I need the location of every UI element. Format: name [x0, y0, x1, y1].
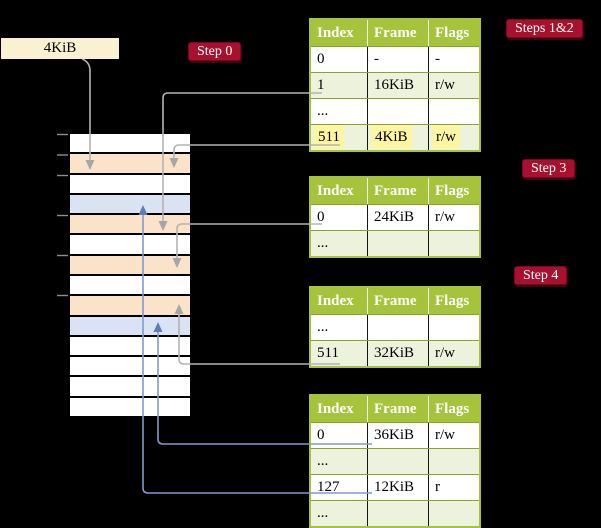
memory-address-ticks — [57, 133, 68, 297]
column-header-frame: Frame — [367, 178, 428, 204]
column-header-index: Index — [317, 293, 354, 309]
cell-value: 4KiB — [371, 125, 412, 149]
page-table-step-3: Index Frame Flags 0 24KiB r/w ... — [309, 176, 481, 258]
cell-value: - — [374, 51, 379, 67]
column-header-index: Index — [317, 401, 354, 417]
table-header-row: Index Frame Flags — [311, 20, 479, 46]
column-header-flags: Flags — [428, 396, 479, 422]
memory-frame-row — [70, 215, 190, 236]
cell-value: r/w — [435, 209, 455, 225]
cell-value: r/w — [435, 345, 455, 361]
cell-value: 32KiB — [374, 345, 415, 361]
column-header-frame: Frame — [367, 396, 428, 422]
cell-value: r — [435, 479, 440, 495]
cell-value: 36KiB — [374, 427, 415, 443]
step-4-badge: Step 4 — [514, 266, 568, 285]
table-header-row: Index Frame Flags — [311, 288, 479, 314]
column-header-index: Index — [317, 183, 354, 199]
table-row: ... — [311, 448, 479, 474]
page-table-steps-1-2: Index Frame Flags 0 - - 1 16KiB r/w ... … — [309, 18, 481, 152]
memory-frame-row — [70, 134, 190, 155]
page-table-final: Index Frame Flags 0 36KiB r/w ... 127 12… — [309, 394, 481, 528]
cell-value: ... — [317, 235, 329, 251]
memory-frame-row — [70, 397, 190, 416]
memory-frame-row — [70, 174, 190, 195]
page-table-step-4: Index Frame Flags ... 511 32KiB r/w — [309, 286, 481, 368]
cell-value: r/w — [435, 77, 455, 93]
cell-value: ... — [317, 453, 329, 469]
cell-value: 511 — [314, 125, 344, 149]
memory-frame-row — [70, 316, 190, 337]
memory-frame-row — [70, 194, 190, 216]
column-header-flags: Flags — [428, 178, 479, 204]
table-row: 511 32KiB r/w — [311, 340, 479, 366]
memory-frame-row — [70, 255, 190, 276]
memory-frame-row — [70, 357, 190, 378]
column-header-flags: Flags — [428, 288, 479, 314]
cell-value: ... — [317, 319, 329, 335]
table-header-row: Index Frame Flags — [311, 396, 479, 422]
table-header-row: Index Frame Flags — [311, 178, 479, 204]
steps-1-2-badge: Steps 1&2 — [506, 19, 583, 38]
table-row: 1 16KiB r/w — [311, 72, 479, 98]
table-row: ... — [311, 230, 479, 256]
cell-value: 24KiB — [374, 209, 415, 225]
cell-value: - — [435, 51, 440, 67]
arrow-entry0-to-24kib — [176, 223, 322, 259]
cell-value: ... — [317, 103, 329, 119]
cell-value: 511 — [317, 345, 339, 361]
cell-value: 1 — [317, 77, 325, 93]
step-0-badge: Step 0 — [188, 42, 242, 61]
table-row: 127 12KiB r — [311, 474, 479, 500]
table-row: ... — [311, 98, 479, 124]
memory-frame-row — [70, 235, 190, 256]
memory-frame-row — [70, 377, 190, 398]
cell-value: 0 — [317, 209, 325, 225]
table-row: 0 - - — [311, 46, 479, 72]
cell-value: 12KiB — [374, 479, 415, 495]
table-row: ... — [311, 500, 479, 526]
memory-frame-row — [70, 275, 190, 297]
cell-value: 0 — [317, 51, 325, 67]
cell-value: 16KiB — [374, 77, 415, 93]
table-row: 0 24KiB r/w — [311, 204, 479, 230]
cell-value: r/w — [432, 125, 460, 149]
table-row-recursive-entry: 511 4KiB r/w — [311, 124, 479, 150]
column-header-flags: Flags — [428, 20, 479, 46]
physical-memory-column — [70, 134, 190, 416]
column-header-index: Index — [317, 25, 354, 41]
table-row: 0 36KiB r/w — [311, 422, 479, 448]
cell-value: 0 — [317, 427, 325, 443]
memory-frame-row — [70, 296, 190, 317]
table-row: ... — [311, 314, 479, 340]
column-header-frame: Frame — [367, 20, 428, 46]
cell-value: 127 — [317, 479, 340, 495]
cell-value: r/w — [435, 427, 455, 443]
memory-frame-row — [70, 336, 190, 358]
column-header-frame: Frame — [367, 288, 428, 314]
cell-value: ... — [317, 505, 329, 521]
step-3-badge: Step 3 — [522, 159, 576, 178]
memory-frame-row — [70, 154, 190, 175]
root-pointer-box: 4KiB — [1, 38, 119, 59]
